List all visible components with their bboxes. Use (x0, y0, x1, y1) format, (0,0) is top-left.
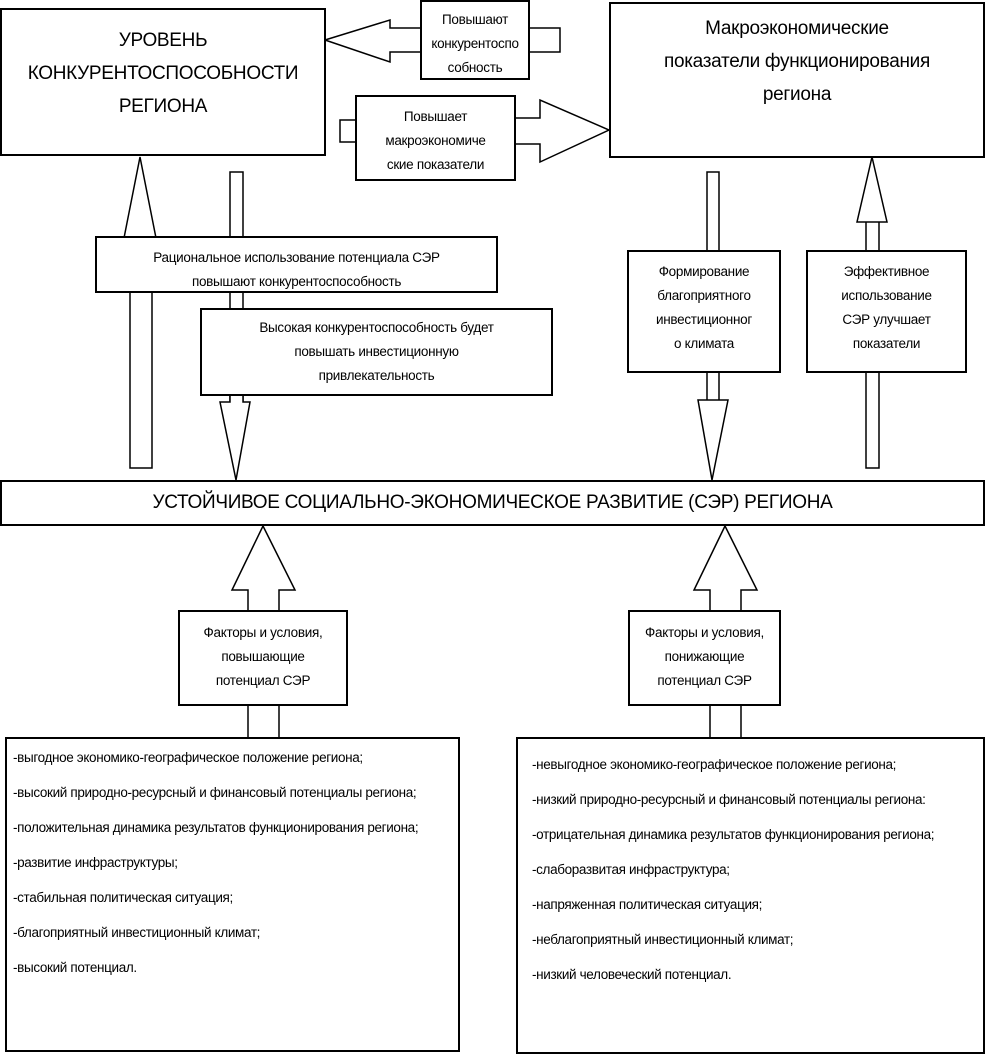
box-line: Формирование (658, 264, 750, 279)
arrow-shaft-left (129, 289, 153, 469)
box-line: КОНКУРЕНТОСПОСОБНОСТИ (27, 63, 299, 84)
arrow-down-to-main-right (697, 399, 729, 481)
list-item: -развитие инфраструктуры; (13, 855, 178, 870)
competitiveness-level-box: УРОВЕНЬ КОНКУРЕНТОСПОСОБНОСТИ РЕГИОНА (0, 8, 326, 156)
rational-use-box: Рациональное использование потенциала СЭ… (95, 236, 498, 293)
box-line: СЭР улучшает (842, 312, 931, 327)
arrow-up-to-competitiveness (123, 156, 157, 239)
list-item: -слаборазвитая инфраструктура; (532, 862, 730, 877)
investment-climate-box: Формирование благоприятного инвестиционн… (627, 250, 781, 373)
box-line: Факторы и условия, (645, 625, 764, 640)
box-line: Повышают (441, 12, 509, 27)
list-item: -высокий природно-ресурсный и финансовый… (13, 785, 417, 800)
box-line: Факторы и условия, (203, 625, 323, 640)
negative-factors-box: Факторы и условия, понижающие потенциал … (628, 610, 781, 706)
arrow-to-macro-head (513, 98, 611, 164)
box-line: показатели (852, 336, 921, 351)
arrow-stub-from-macro (527, 27, 561, 53)
box-line: РЕГИОНА (118, 96, 208, 117)
list-item: -отрицательная динамика результатов функ… (532, 827, 935, 842)
list-item: -низкий человеческий потенциал. (532, 967, 732, 982)
effective-use-box: Эффективное использование СЭР улучшает п… (806, 250, 967, 373)
list-item: -низкий природно-ресурсный и финансовый … (532, 792, 926, 807)
box-line: о климата (673, 336, 735, 351)
box-line: УРОВЕНЬ (118, 30, 208, 51)
box-line: инвестиционног (656, 312, 752, 327)
increase-macro-box: Повышает макроэкономиче ские показатели (355, 95, 516, 181)
list-item: -высокий потенциал. (13, 960, 137, 975)
list-item: -невыгодное экономико-географическое пол… (532, 757, 897, 772)
box-line: благоприятного (657, 288, 751, 303)
macro-indicators-box: Макроэкономические показатели функционир… (609, 2, 985, 158)
box-line: Макроэкономические (705, 18, 889, 39)
box-line: потенциал СЭР (657, 673, 752, 688)
list-item: -благоприятный инвестиционный климат; (13, 925, 261, 940)
positive-factors-box: Факторы и условия, повышающие потенциал … (178, 610, 348, 706)
box-line: показатели функционирования (664, 51, 930, 72)
sustainable-development-box: УСТОЙЧИВОЕ СОЦИАЛЬНО-ЭКОНОМИЧЕСКОЕ РАЗВИ… (0, 480, 985, 526)
box-line: повышать инвестиционную (294, 344, 459, 359)
box-line: понижающие (664, 649, 745, 664)
list-item: -стабильная политическая ситуация; (13, 890, 233, 905)
box-line: Эффективное (843, 264, 930, 279)
box-line: Высокая конкурентоспособность будет (259, 320, 494, 335)
high-competitiveness-box: Высокая конкурентоспособность будет повы… (200, 308, 553, 396)
box-line: региона (762, 84, 832, 105)
box-line: использование (841, 288, 932, 303)
box-line: повышающие (221, 649, 305, 664)
list-item: -напряженная политическая ситуация; (532, 897, 762, 912)
box-line: повышают конкурентоспособность (191, 274, 402, 289)
box-line: привлекательность (318, 368, 435, 383)
negative-factors-list: -невыгодное экономико-географическое пол… (516, 737, 985, 1054)
box-line: макроэкономиче (385, 133, 486, 148)
increase-competitiveness-box: Повышают конкурентоспо собность (420, 0, 530, 80)
arrow-up-to-macro (856, 156, 888, 223)
box-line: Повышает (403, 109, 468, 124)
arrow-down-to-main-left (219, 394, 251, 481)
box-line: потенциал СЭР (215, 673, 311, 688)
list-item: -неблагоприятный инвестиционный климат; (532, 932, 794, 947)
box-line: ские показатели (386, 157, 485, 172)
box-line: Рациональное использование потенциала СЭ… (153, 250, 440, 265)
box-line: собность (447, 60, 503, 75)
arrow-to-competitiveness (322, 18, 423, 64)
list-item: -положительная динамика результатов функ… (13, 820, 419, 835)
box-line: конкурентоспо (431, 36, 519, 51)
positive-factors-list: -выгодное экономико-географическое полож… (5, 737, 460, 1052)
main-title: УСТОЙЧИВОЕ СОЦИАЛЬНО-ЭКОНОМИЧЕСКОЕ РАЗВИ… (152, 492, 833, 513)
list-item: -выгодное экономико-географическое полож… (13, 750, 363, 765)
